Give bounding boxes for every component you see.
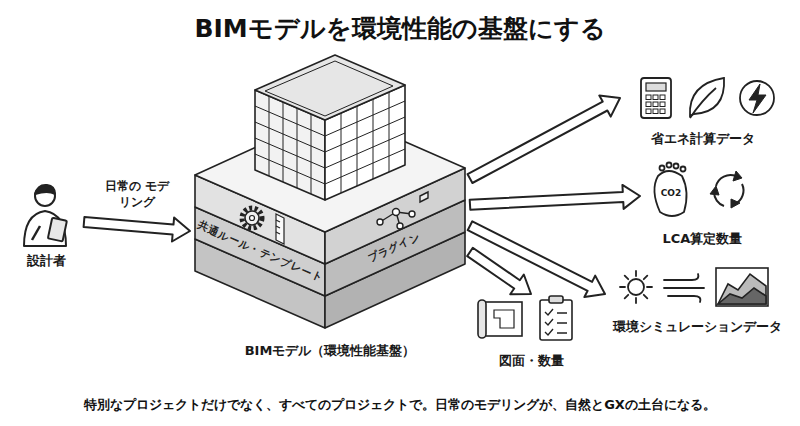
calc-key: [653, 95, 658, 100]
sun-ray: [620, 286, 625, 288]
sun-ray: [635, 271, 637, 276]
blueprint-icon: [478, 300, 522, 338]
node-label: 環境シミュレーションデータ: [605, 318, 790, 336]
calculator-icon: [641, 78, 671, 118]
node-label: LCA算定数量: [640, 230, 765, 248]
calc-key: [660, 102, 665, 107]
calc-key: [660, 109, 665, 114]
sun-ray: [635, 298, 637, 303]
calc-key: [646, 109, 651, 114]
block-arrow: [468, 221, 605, 297]
block-arrow: [84, 217, 190, 242]
caption: 特別なプロジェクトだけでなく、すべてのプロジェクトで。日常のモデリングが、自然と…: [8, 396, 792, 414]
window-line: [283, 102, 284, 182]
designer-icon: [24, 185, 67, 246]
sun-ray: [625, 295, 629, 299]
sun-ray: [647, 286, 652, 288]
bim-model: BIMモデル（環境性能基盤） 共通ルール・テンプレート プラグイン: [190, 100, 470, 362]
node-label: 図面・数量: [470, 352, 592, 370]
block-arrow: [468, 96, 620, 184]
title: BIMモデルを環境性能の基盤にする: [0, 12, 800, 45]
calc-key: [646, 102, 651, 107]
chart-icon: [716, 268, 768, 306]
gear-icon: [242, 208, 262, 228]
band-label: 共通ルール・テンプレート: [195, 218, 325, 285]
sun-ray: [625, 276, 629, 280]
sun-icon: [620, 271, 652, 303]
icon-group: 図面・数量: [470, 294, 592, 372]
window-line: [255, 106, 325, 136]
window-line: [357, 106, 358, 186]
window-line: [255, 154, 325, 184]
window-line: [297, 108, 298, 188]
window-line: [269, 96, 270, 176]
window-line: [325, 149, 405, 184]
window-line: [311, 114, 312, 194]
icon-label: CO2: [661, 188, 682, 198]
layer-band: プラグイン: [365, 230, 422, 266]
recycle-icon: [710, 171, 743, 208]
calc-key: [660, 95, 665, 100]
energy-icon: [740, 81, 774, 115]
window-line: [373, 99, 374, 179]
sun-ray: [644, 295, 648, 299]
node-label: 設計者: [8, 252, 84, 270]
icon-group: LCA算定数量: [640, 160, 765, 250]
window-line: [325, 117, 405, 152]
block-arrow: [467, 248, 531, 294]
calc-key: [646, 95, 651, 100]
window-line: [341, 113, 342, 193]
wind-icon: [664, 274, 704, 302]
building: [255, 55, 405, 200]
node-label: 省エネ計算データ: [620, 130, 785, 148]
window-line: [255, 122, 325, 152]
window-line: [325, 101, 405, 136]
clipboard-icon: [540, 296, 572, 340]
layer-band: 共通ルール・テンプレート: [195, 218, 325, 285]
band-label: プラグイン: [365, 230, 422, 266]
calc-key: [653, 109, 658, 114]
icon-group: 設計者: [8, 172, 84, 272]
ruler-icon: [276, 214, 284, 244]
window-line: [325, 133, 405, 168]
window-line: [255, 138, 325, 168]
leaf-icon: [690, 78, 724, 118]
window-line: [389, 92, 390, 172]
block-arrow: [470, 185, 640, 210]
icon-group: 省エネ計算データ: [620, 70, 785, 150]
icon-group: 環境シミュレーションデータ: [605, 258, 790, 338]
plugin-icon: [377, 192, 428, 229]
edge-label: 日常の モデリング: [99, 179, 175, 210]
sun-ray: [644, 276, 648, 280]
node-label: BIMモデル（環境性能基盤）: [190, 342, 470, 360]
footprint-icon: [654, 163, 686, 217]
calc-key: [653, 102, 658, 107]
